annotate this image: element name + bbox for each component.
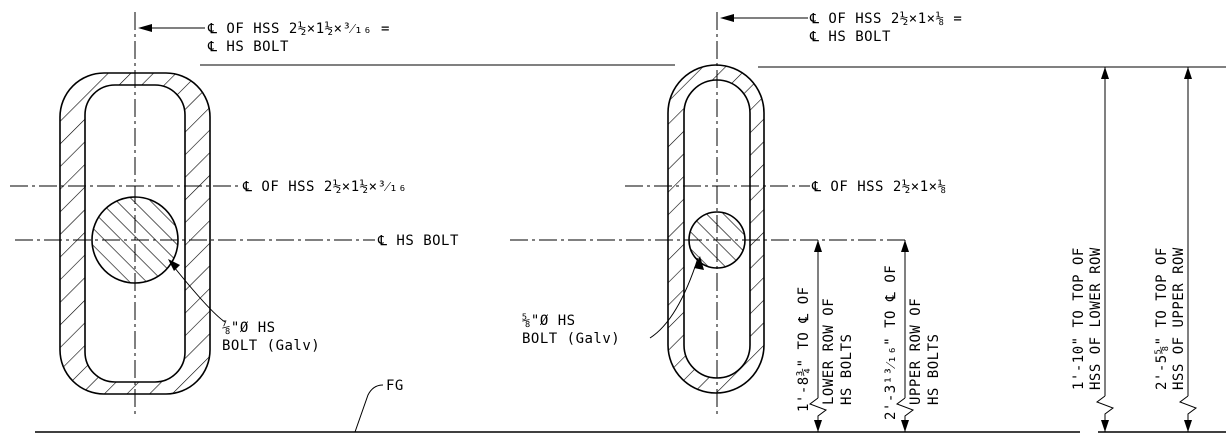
- arrowhead-top-left: [138, 24, 152, 32]
- dimension-top-hss-lower-row: 1'-10" TO TOP OF HSS OF LOWER ROW: [1071, 67, 1115, 432]
- svg-text:HS BOLTS: HS BOLTS: [839, 334, 855, 405]
- arrowhead-bolt-right: [694, 256, 704, 270]
- arrowhead-bolt-left: [168, 259, 180, 271]
- dimension-top-hss-upper-row: 2'-5⅝" TO TOP OF HSS OF UPPER ROW: [1154, 67, 1198, 432]
- label-centerline-hss-left: ℄ OF HSS 2½×1½×³⁄₁₆: [242, 179, 407, 195]
- label-top-right-line1: ℄ OF HSS 2½×1×⅛ =: [809, 11, 962, 27]
- svg-text:HS BOLTS: HS BOLTS: [926, 334, 942, 405]
- svg-text:HSS OF LOWER ROW: HSS OF LOWER ROW: [1088, 247, 1104, 390]
- svg-text:1'-10" TO TOP OF: 1'-10" TO TOP OF: [1071, 247, 1087, 390]
- label-bolt-right-line2: BOLT (Galv): [522, 331, 620, 347]
- bolt-left: [91, 196, 179, 284]
- svg-text:LOWER ROW OF: LOWER ROW OF: [821, 298, 837, 405]
- svg-text:UPPER ROW OF: UPPER ROW OF: [908, 298, 924, 405]
- svg-text:HSS OF UPPER ROW: HSS OF UPPER ROW: [1171, 247, 1187, 390]
- label-bolt-left-line2: BOLT (Galv): [222, 338, 320, 354]
- label-top-right-line2: ℄ HS BOLT: [809, 29, 891, 45]
- fg-leader: [354, 384, 384, 433]
- hss-tube-left: [59, 72, 211, 395]
- label-centerline-hss-right: ℄ OF HSS 2½×1×⅛: [811, 179, 947, 195]
- svg-text:2'-5⅝" TO TOP OF: 2'-5⅝" TO TOP OF: [1154, 247, 1170, 390]
- svg-text:1'-8¾" TO ℄ OF: 1'-8¾" TO ℄ OF: [796, 286, 812, 412]
- label-top-left-line2: ℄ HS BOLT: [207, 39, 289, 55]
- bolt-right: [688, 211, 746, 269]
- label-bolt-left-line1: ⅞"Ø HS: [222, 320, 276, 336]
- label-top-left-line1: ℄ OF HSS 2½×1½×³⁄₁₆ =: [207, 21, 390, 37]
- fg-label: FG: [386, 378, 404, 394]
- leader-bolt-left: [169, 261, 226, 323]
- label-centerline-bolt: ℄ HS BOLT: [377, 233, 459, 249]
- arrowhead-top-right: [720, 14, 734, 22]
- dimension-lower-bolt-row: 1'-8¾" TO ℄ OF LOWER ROW OF HS BOLTS: [796, 240, 855, 432]
- hss-tube-right: [667, 64, 765, 394]
- dimension-upper-bolt-row: 2'-3¹³⁄₁₆" TO ℄ OF UPPER ROW OF HS BOLTS: [883, 240, 942, 432]
- leader-bolt-right: [649, 257, 699, 339]
- svg-text:2'-3¹³⁄₁₆" TO ℄ OF: 2'-3¹³⁄₁₆" TO ℄ OF: [883, 265, 899, 420]
- label-bolt-right-line1: ⅝"Ø HS: [522, 313, 576, 329]
